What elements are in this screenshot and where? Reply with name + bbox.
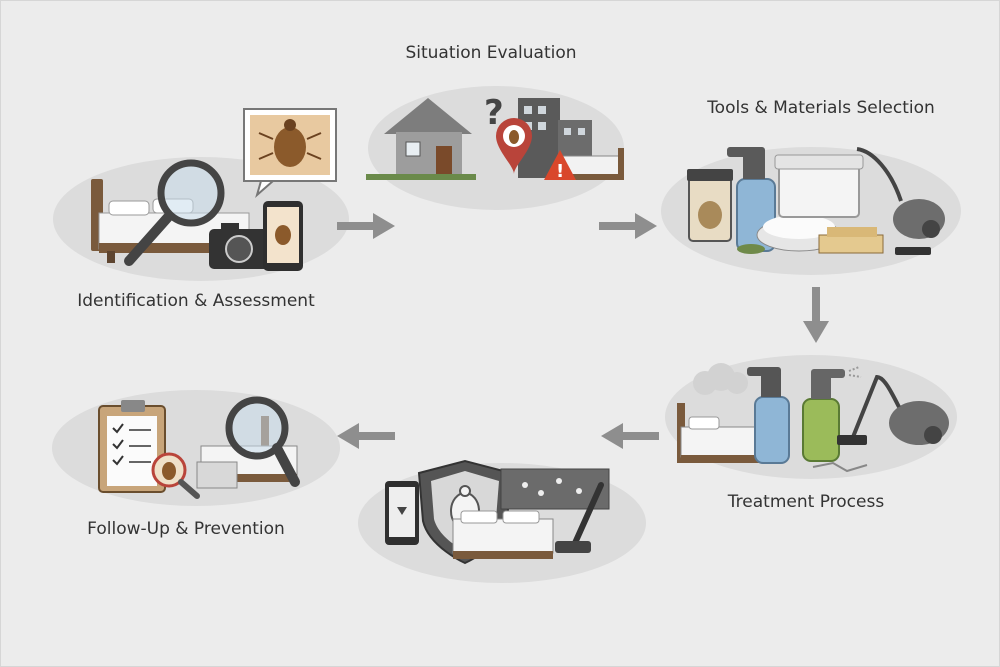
vacuum-icon — [555, 482, 604, 553]
stage-label-tools-selection: Tools & Materials Selection — [707, 98, 935, 118]
question-mark-icon: ? — [484, 93, 504, 133]
magnifier-icon — [225, 396, 300, 487]
jar-icon — [687, 169, 733, 242]
stage-label-treatment: Treatment Process — [727, 492, 885, 512]
magnifier-icon — [124, 159, 225, 266]
identification-scene — [53, 108, 349, 281]
vacuum-icon — [856, 147, 945, 255]
steam-cloud-icon — [693, 363, 748, 395]
trap-icon — [818, 227, 884, 254]
spray-bottle-icon — [802, 366, 862, 462]
arrow-down-icon — [803, 287, 829, 343]
tools-scene — [661, 147, 961, 275]
clipboard-icon — [98, 400, 166, 493]
monitoring-scene — [358, 459, 646, 583]
situation-scene: ? ! — [366, 86, 624, 210]
phone-icon — [263, 201, 303, 271]
treatment-scene — [665, 355, 957, 479]
arrow-left-icon — [601, 423, 659, 449]
arrow-right-icon — [599, 213, 657, 239]
stage-label-situation-evaluation: Situation Evaluation — [405, 43, 577, 63]
camera-icon — [209, 223, 269, 269]
spray-bottle-icon — [747, 367, 790, 464]
warning-icon: ! — [544, 150, 576, 182]
followup-scene — [52, 390, 340, 506]
location-pin-icon — [496, 118, 532, 174]
stage-label-identification: Identification & Assessment — [77, 291, 315, 311]
bed-icon — [452, 510, 554, 559]
bed-icon — [561, 148, 624, 180]
arrow-left-icon — [337, 423, 395, 449]
house-icon — [366, 98, 476, 180]
arrow-right-icon — [337, 213, 395, 239]
stage-label-followup: Follow-Up & Prevention — [87, 519, 285, 539]
storage-box-icon — [774, 154, 864, 218]
bug-magnifier-icon — [151, 452, 200, 499]
vacuum-icon — [837, 374, 949, 445]
bug-photo-icon — [243, 108, 337, 198]
svg-text:!: ! — [556, 161, 564, 182]
phone-icon — [385, 481, 419, 545]
crack-icon — [812, 461, 868, 473]
